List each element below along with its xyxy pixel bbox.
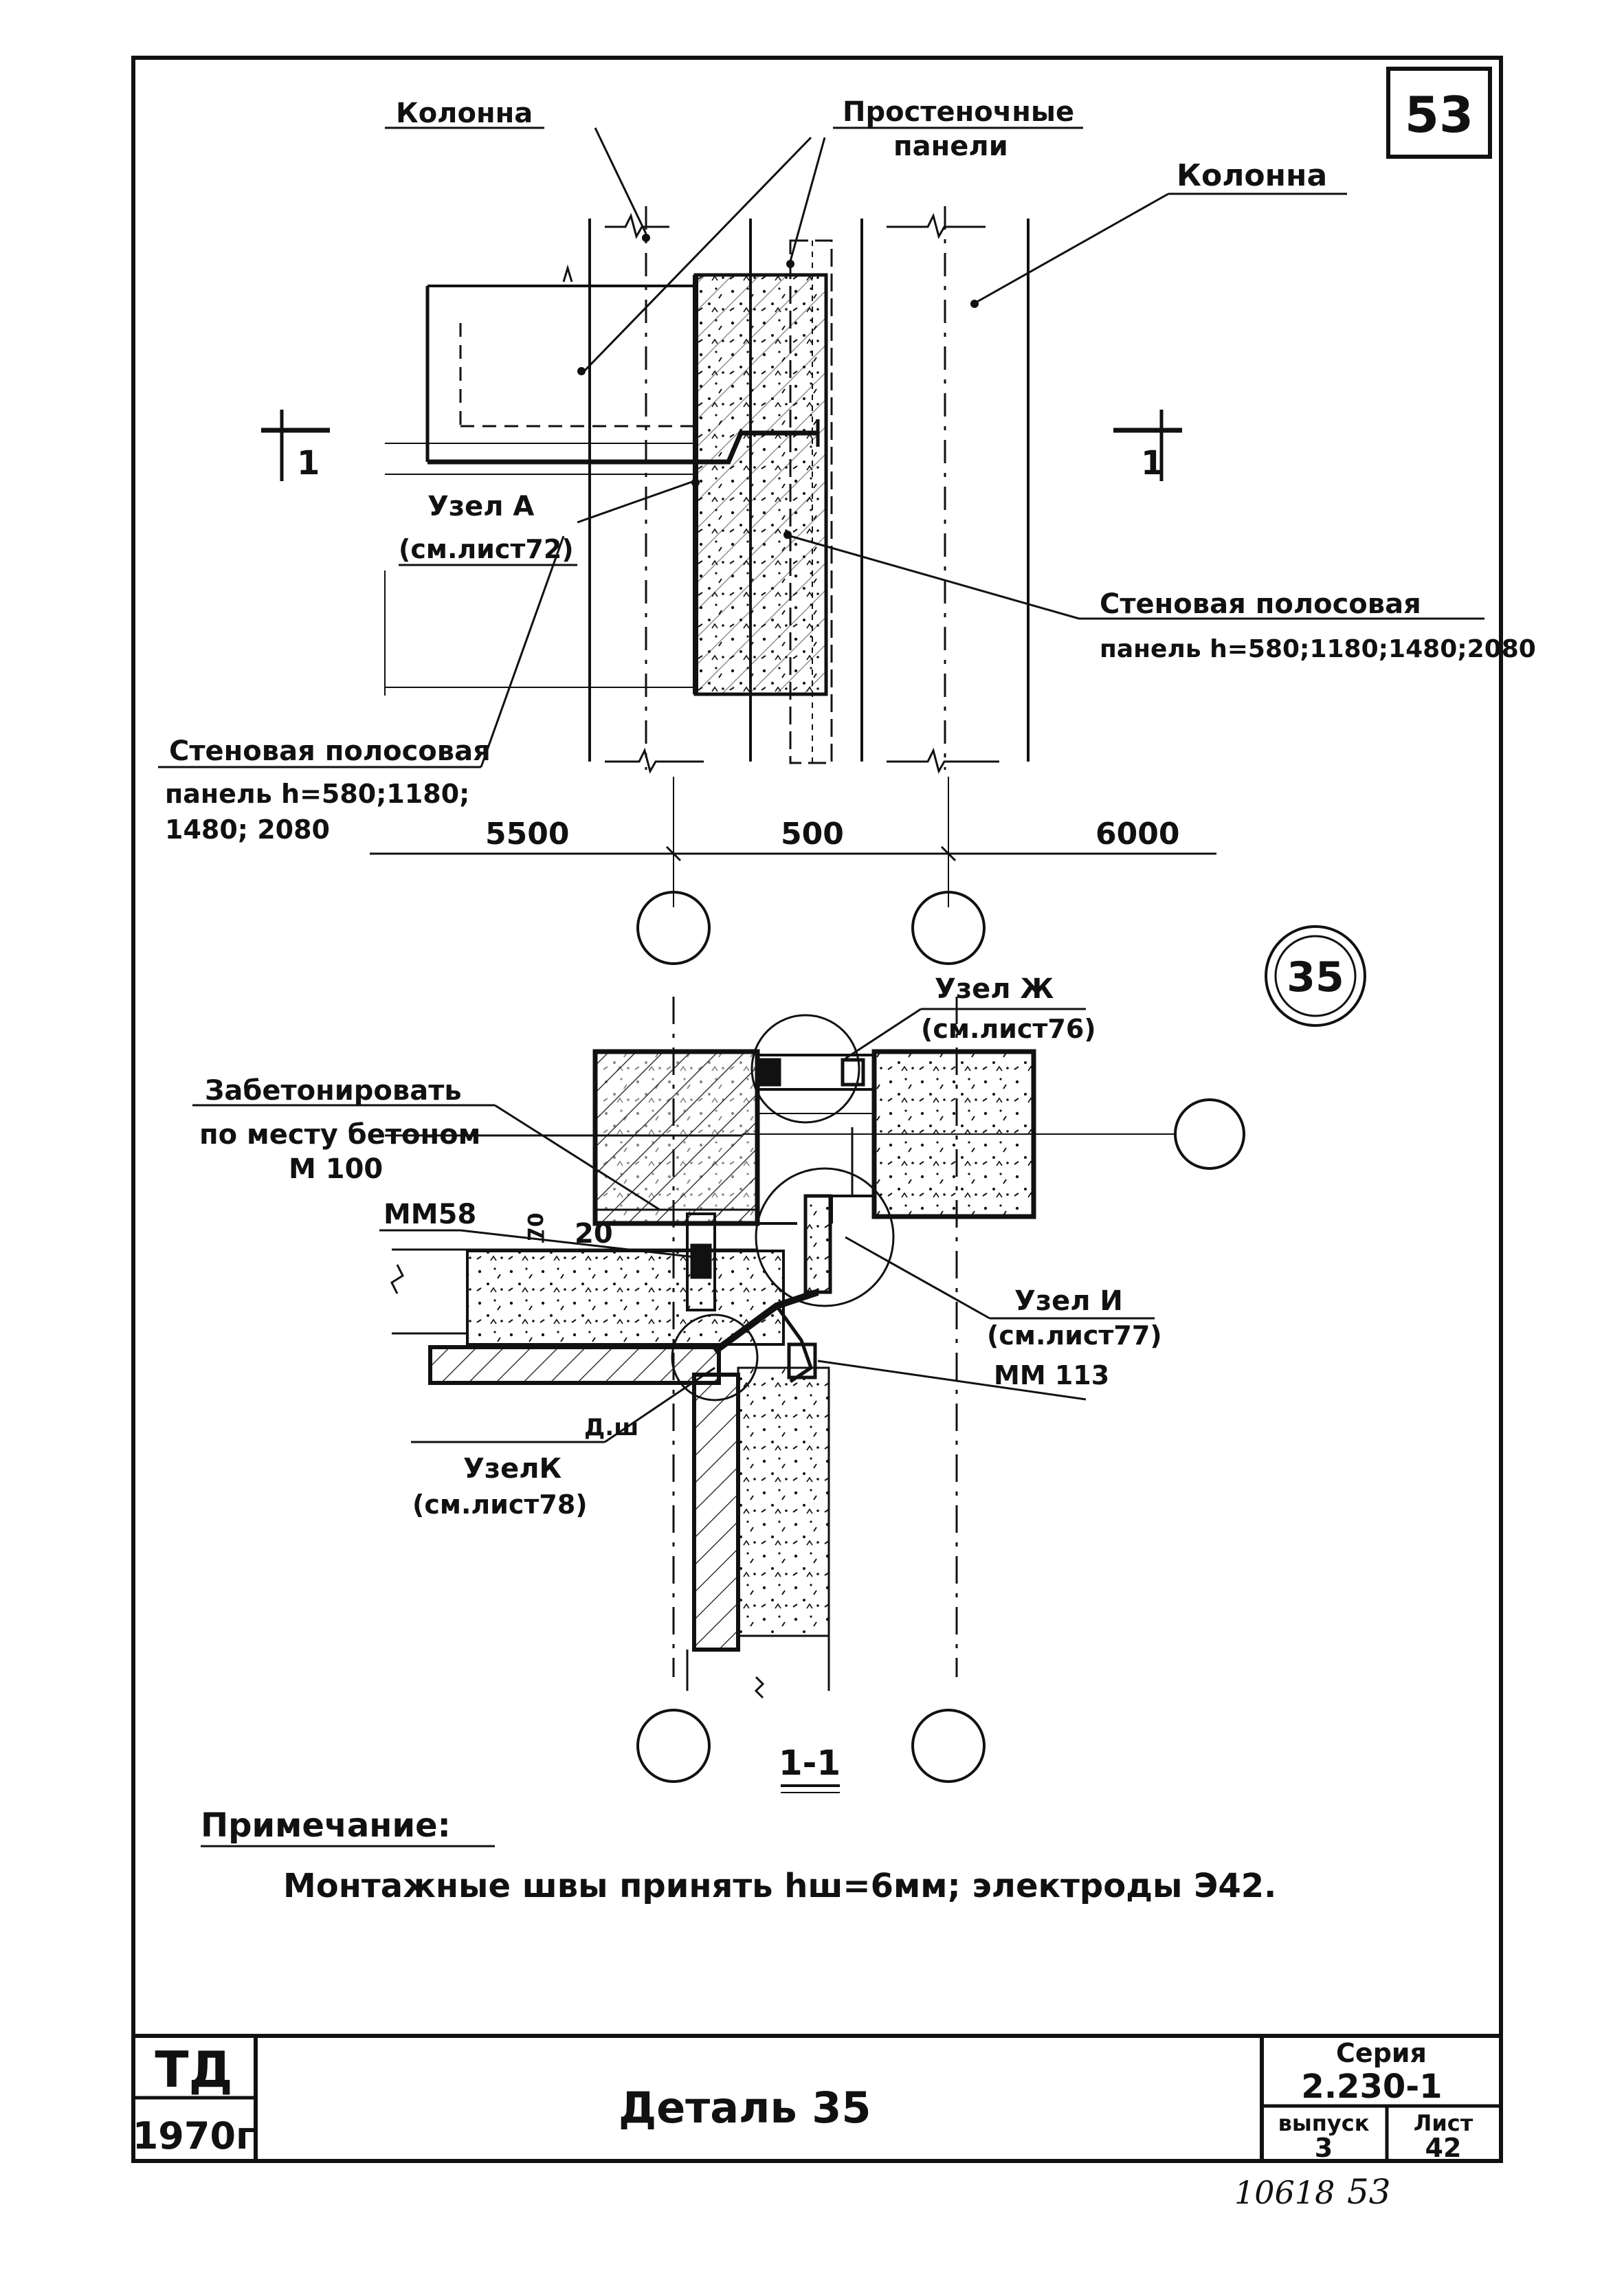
node-zh-label: Узел Ж	[935, 973, 1054, 1005]
axis-lines	[370, 570, 1216, 907]
pier-panels-label: Простеночные	[843, 96, 1074, 128]
floor-slab-section	[390, 1248, 785, 1346]
break-lines	[562, 212, 999, 774]
series-label: Серия	[1336, 2038, 1427, 2068]
node-k-ref: (см.лист78)	[412, 1489, 588, 1520]
section-view: 35	[192, 925, 1366, 1793]
column-right-label: Колонна	[1177, 158, 1327, 193]
year-mark: 1970г	[133, 2114, 256, 2158]
strip-panel-left-label: Стеновая полосовая	[169, 735, 491, 767]
pier-panel	[693, 239, 833, 764]
pier-panels-label-2: панели	[893, 131, 1008, 162]
series-value: 2.230-1	[1301, 2067, 1442, 2106]
axis-circle	[911, 891, 986, 965]
note-text: Монтажные швы принять hш=6мм; электроды …	[283, 1867, 1276, 1905]
strip-panel-left-sizes-2: 1480; 2080	[165, 814, 330, 845]
right-column-section	[871, 1049, 1036, 1219]
page-number: 53	[1347, 2172, 1391, 2212]
node-i-label: Узел И	[1014, 1285, 1123, 1317]
node-a-ref: (см.лист72)	[399, 534, 574, 564]
sheet-number: 53	[1405, 86, 1473, 144]
mm58-label: ММ58	[383, 1199, 476, 1230]
strip-panel-right-sizes: панель h=580;1180;1480;2080	[1100, 635, 1536, 663]
floor-slab	[385, 285, 694, 475]
sheet-frame	[131, 56, 1503, 2163]
section-mark-right-label: 1	[1141, 444, 1164, 483]
strip-panel-left-sizes: панель h=580;1180;	[165, 779, 469, 809]
plan-leaders	[158, 126, 1484, 768]
sheet-value: 42	[1425, 2133, 1462, 2163]
dim-70: 70	[524, 1212, 548, 1241]
node-k-label: УзелК	[463, 1453, 562, 1485]
dimension-500: 500	[781, 817, 844, 852]
issue-value: 3	[1315, 2133, 1333, 2163]
detail-number-mark: 35	[1265, 925, 1366, 1027]
dsh-label: Д.ш	[584, 1414, 638, 1441]
sheet-title: Деталь 35	[619, 2083, 871, 2133]
sheet-number-box: 53	[1386, 67, 1492, 159]
dim-20: 20	[575, 1218, 613, 1250]
section-mark-right: 1	[1113, 410, 1182, 483]
node-i-ref: (см.лист77)	[987, 1320, 1162, 1351]
dimension-6000: 6000	[1095, 817, 1179, 852]
note-block: Примечание: Монтажные швы принять hш=6мм…	[201, 1806, 1276, 1905]
inventory-number: 10618	[1234, 2174, 1335, 2211]
section-title: 1-1	[779, 1743, 841, 1793]
section-title-label: 1-1	[779, 1743, 841, 1783]
slab-connection	[694, 419, 820, 465]
node-a-label: Узел А	[427, 491, 534, 522]
node-circles	[671, 1014, 895, 1401]
node-zh-ref: (см.лист76)	[921, 1014, 1096, 1044]
column-left-label: Колонна	[396, 98, 533, 129]
note-heading: Примечание:	[201, 1806, 451, 1845]
mm113-label: ММ 113	[994, 1360, 1109, 1390]
horizontal-wall-panel	[428, 1345, 721, 1385]
concrete-note-1: Забетонировать	[205, 1075, 462, 1107]
axis-circle	[1174, 1098, 1245, 1170]
title-block	[133, 2034, 1501, 2161]
axis-circle	[636, 891, 711, 965]
section-mark-left: 1	[261, 410, 330, 483]
concrete-note-3: М 100	[289, 1153, 383, 1185]
right-column	[860, 206, 1030, 770]
leader-dots	[577, 234, 979, 539]
detail-number: 35	[1287, 953, 1344, 1001]
issue-label: выпуск	[1278, 2110, 1370, 2136]
left-column-section	[592, 1049, 760, 1226]
vertical-wall-panel	[686, 1366, 830, 1699]
strip-panel-right-label: Стеновая полосовая	[1100, 588, 1421, 620]
td-mark: ТД	[155, 2041, 232, 2098]
concrete-note-2: по месту бетоном	[199, 1119, 480, 1151]
sheet-label: Лист	[1414, 2110, 1473, 2136]
section-leaders	[192, 1008, 1155, 1443]
plan-view: 1 1	[158, 96, 1536, 965]
section-mark-left-label: 1	[297, 444, 320, 483]
axis-circle	[911, 1709, 986, 1783]
axis-circle	[636, 1709, 711, 1783]
dimension-5500: 5500	[485, 817, 569, 852]
